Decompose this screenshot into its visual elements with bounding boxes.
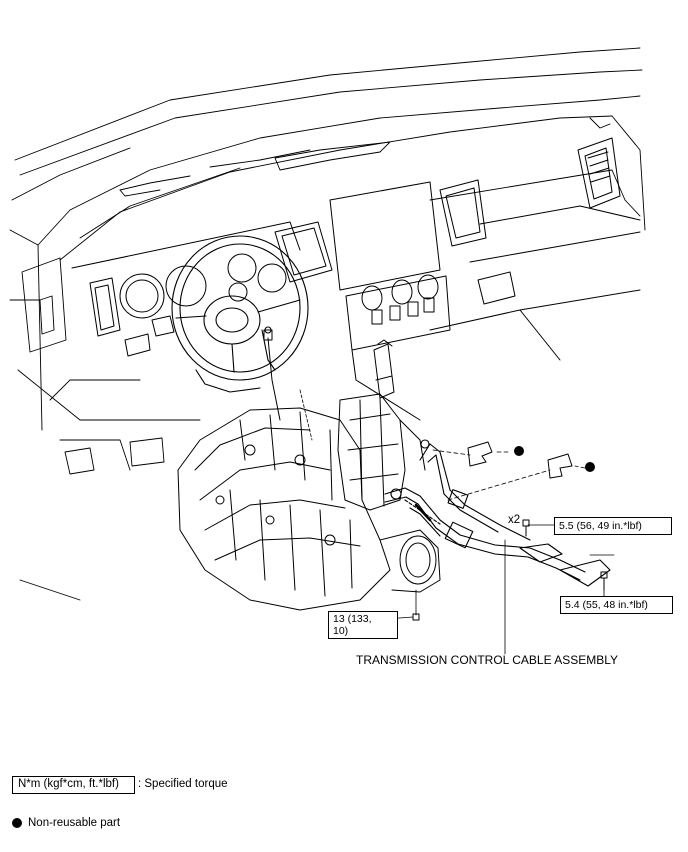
legend-torque-symbol: N*m (kgf*cm, ft.*lbf) [12, 776, 135, 794]
torque-callout-lower-nut: 5.4 (55, 48 in.*lbf) [560, 596, 673, 614]
transmission [177, 407, 441, 611]
nonreusable-dot-clip-2 [585, 462, 595, 472]
clip-shapes [467, 441, 573, 479]
dashboard-top [59, 115, 646, 261]
legend-nonreusable-description: Non-reusable part [28, 817, 121, 829]
center-stack [274, 181, 451, 421]
left-door [9, 229, 201, 601]
glovebox [429, 179, 641, 361]
cable-assembly-label: TRANSMISSION CONTROL CABLE ASSEMBLY [356, 653, 619, 667]
legend-nonreusable-dot [12, 818, 22, 828]
legend-torque-description: : Specified torque [138, 778, 228, 790]
cable [384, 439, 611, 587]
torque-callout-shifter-line1: 13 (133, [333, 613, 372, 625]
instrument-cluster [71, 221, 301, 357]
right-vent [577, 137, 621, 209]
torque-callout-shifter-line2: 10) [333, 625, 349, 637]
steering-wheel [171, 235, 309, 393]
leader-lines [432, 449, 586, 501]
shifter-assembly [263, 329, 426, 511]
nonreusable-dot-clip-1 [514, 446, 524, 456]
torque-callout-upper-nut: 5.5 (56, 49 in.*lbf) [554, 517, 672, 535]
windshield-outline [11, 47, 643, 246]
quantity-label: x2 [508, 514, 521, 526]
torque-callout-shifter-nut: 13 (133, 10) [328, 611, 398, 639]
